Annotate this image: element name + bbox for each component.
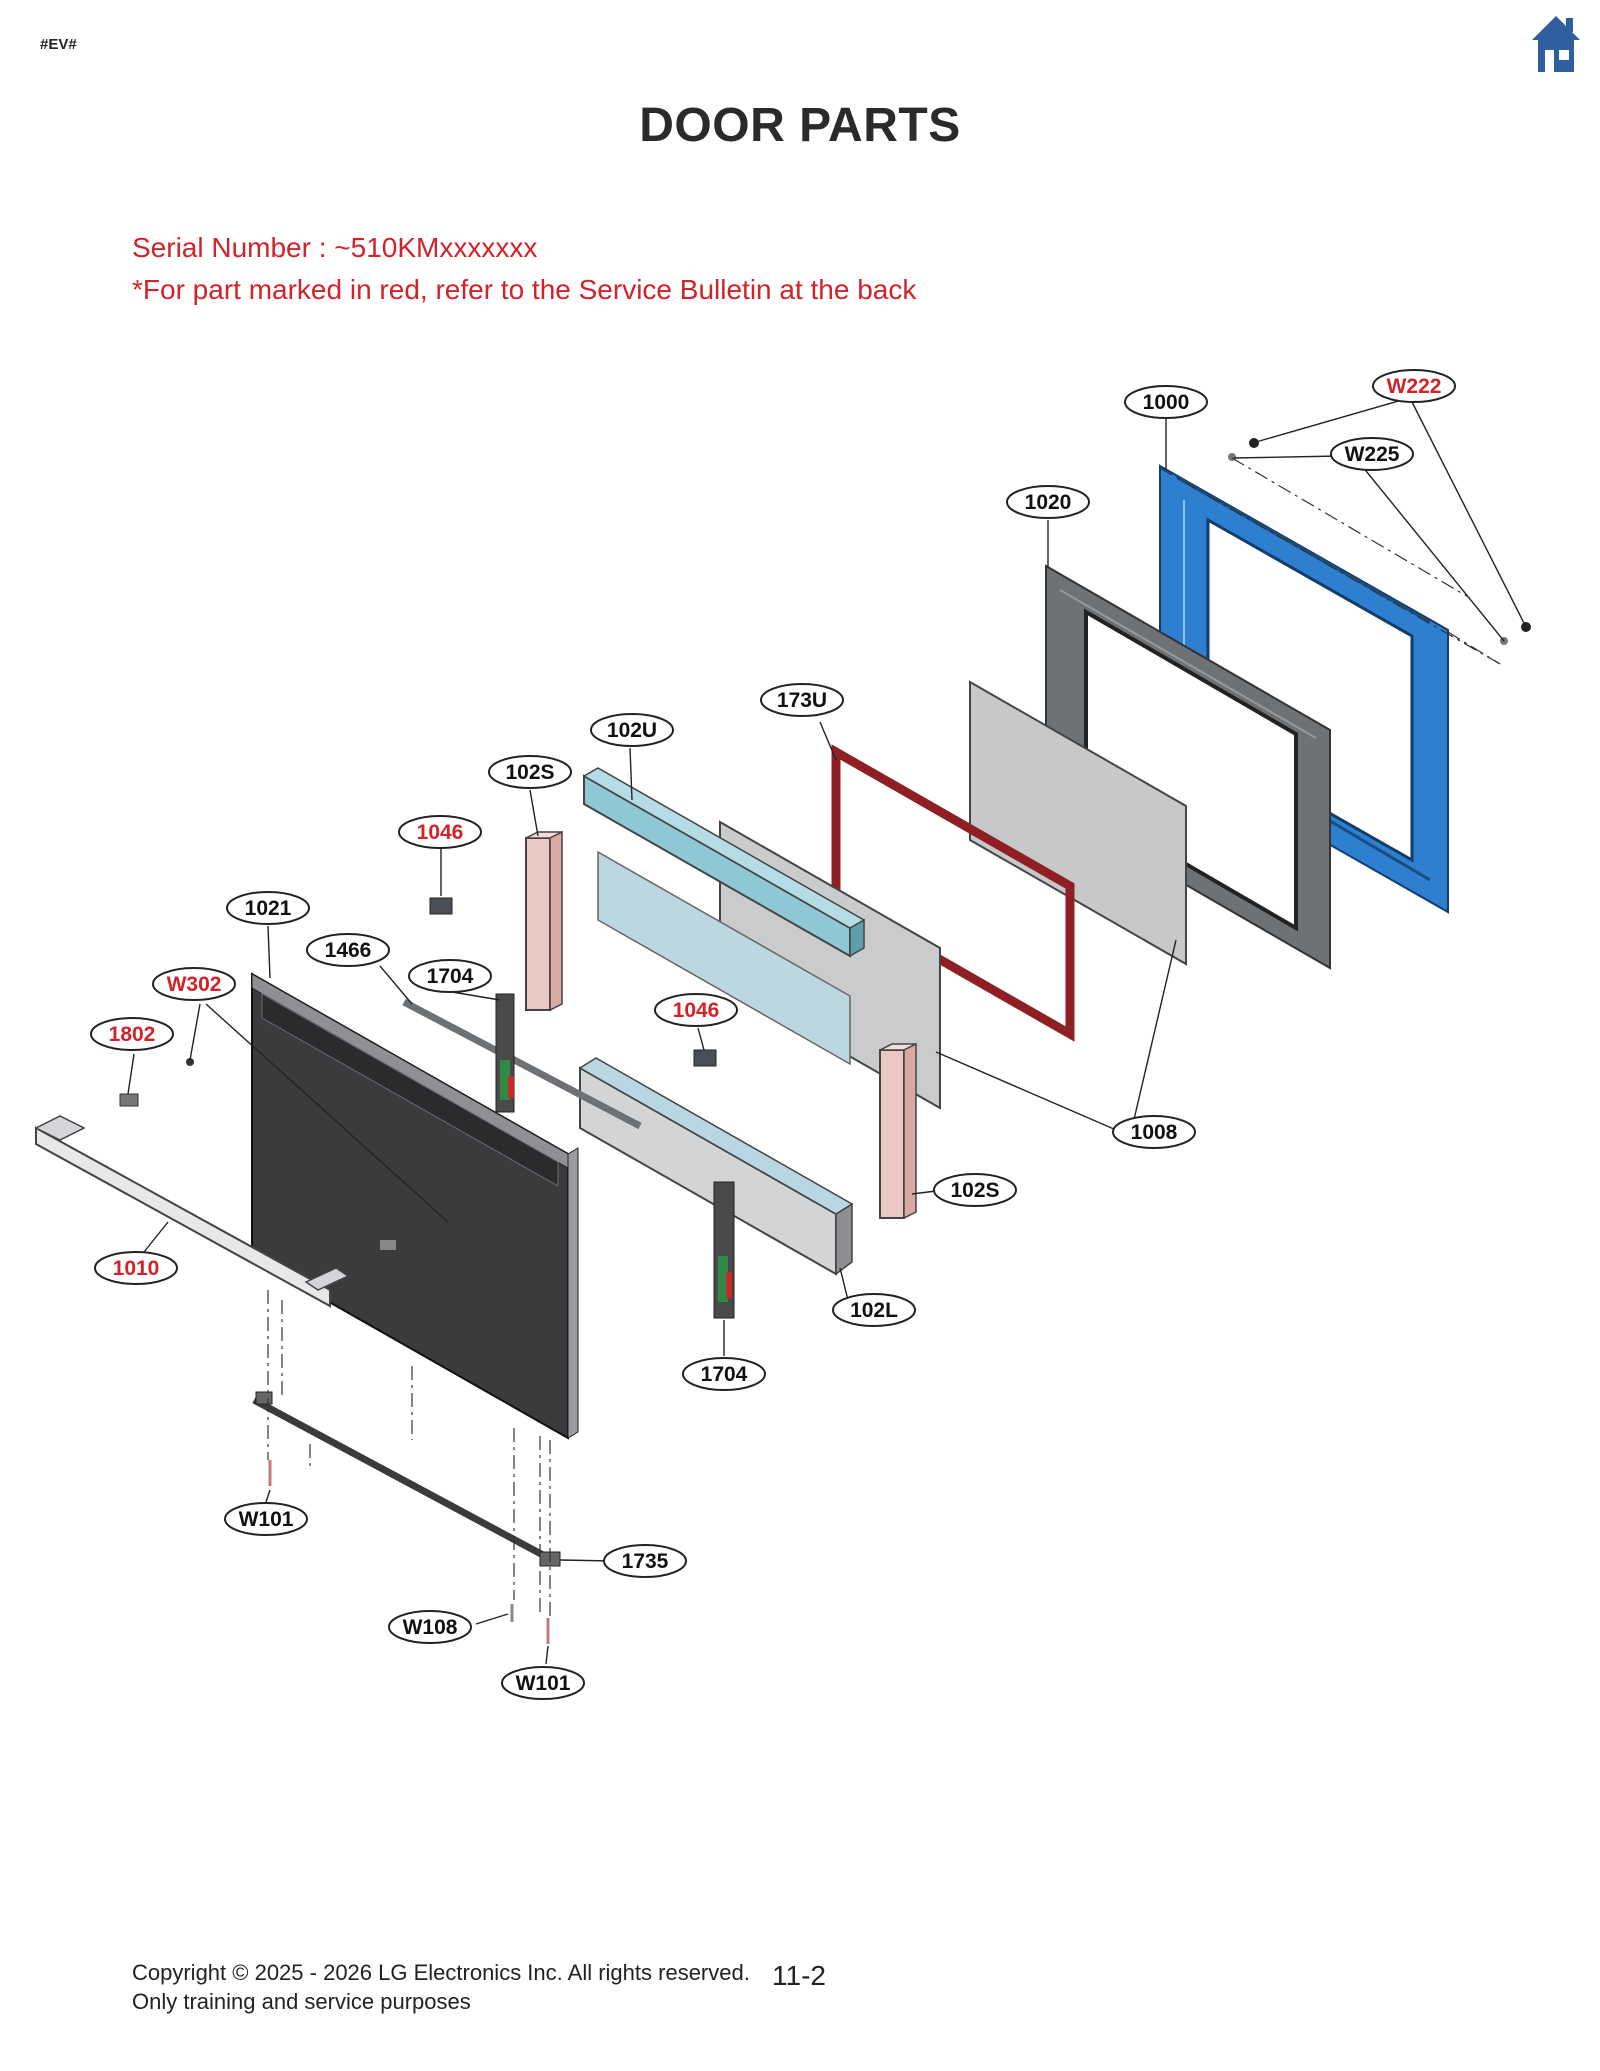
callout-w101[interactable]: W101 [224,1502,308,1536]
callout-173u[interactable]: 173U [760,683,844,717]
callout-label: 1735 [622,1550,669,1573]
part-1020-inner-frame [1045,564,1331,970]
callout-label: 1020 [1025,491,1072,514]
callout-w225[interactable]: W225 [1330,437,1414,471]
part-1046-clip-top [429,897,453,915]
home-icon[interactable] [1530,14,1582,76]
part-1466-rod [402,998,642,1130]
callout-102s[interactable]: 102S [488,755,572,789]
callout-1466[interactable]: 1466 [306,933,390,967]
part-1010-handle [34,1115,350,1308]
callout-102s[interactable]: 102S [933,1173,1017,1207]
copyright-text: Copyright © 2025 - 2026 LG Electronics I… [132,1960,750,1985]
alignment-dashes [267,457,1501,1616]
callout-1010[interactable]: 1010 [94,1251,178,1285]
part-102s-side-support-left [525,830,563,1012]
part-1802-label [119,1093,139,1107]
part-1704-hinge-lower [713,1181,735,1319]
callout-label: 102S [950,1179,999,1202]
callout-label: W101 [516,1672,571,1695]
page-title: DOOR PARTS [639,99,961,152]
callout-label: 1008 [1131,1121,1178,1144]
service-bulletin-note: *For part marked in red, refer to the Se… [132,274,917,305]
callout-1021[interactable]: 1021 [226,891,310,925]
callout-label: 1802 [109,1023,156,1046]
part-102l-lower-support [578,1057,854,1276]
part-1046-clip-mid [693,1049,717,1067]
callout-w222[interactable]: W222 [1372,369,1456,403]
part-173u-gasket [831,744,1075,1042]
callout-1000[interactable]: 1000 [1124,385,1208,419]
callout-label: 1046 [673,999,720,1022]
page-number: 11-2 [772,1960,826,1991]
serial-number-note: Serial Number : ~510KMxxxxxxx [132,232,538,263]
part-1704-hinge-upper [495,993,515,1113]
leader-lines [127,399,1527,1665]
callout-label: 1466 [325,939,372,962]
callout-label: W222 [1387,375,1442,398]
callout-w302[interactable]: W302 [152,967,236,1001]
callout-1735[interactable]: 1735 [603,1544,687,1578]
callout-1704[interactable]: 1704 [408,959,492,993]
part-102s-side-support-right [879,1042,917,1220]
part-glass-strip [597,850,851,1066]
callout-1020[interactable]: 1020 [1006,485,1090,519]
callout-label: 1000 [1143,391,1190,414]
part-1008-glass-rear [969,680,1187,966]
callout-label: 1704 [427,965,474,988]
callout-w108[interactable]: W108 [388,1610,472,1644]
part-102u-upper-support [582,767,866,958]
callout-label: W225 [1345,443,1400,466]
callout-1008[interactable]: 1008 [1112,1115,1196,1149]
callout-1802[interactable]: 1802 [90,1017,174,1051]
callout-1046[interactable]: 1046 [654,993,738,1027]
callout-label: W302 [167,973,222,996]
page-footer: Copyright © 2025 - 2026 LG Electronics I… [132,1958,750,2016]
callout-label: 102U [607,719,657,742]
callout-1704[interactable]: 1704 [682,1357,766,1391]
callout-label: 173U [777,689,827,712]
document-tag: #EV# [40,36,77,53]
screw-w222-top [1249,438,1259,448]
callout-label: W101 [239,1508,294,1531]
callout-label: 102S [505,761,554,784]
callout-1046[interactable]: 1046 [398,815,482,849]
callout-label: W108 [403,1616,458,1639]
callout-102l[interactable]: 102L [832,1293,916,1327]
callout-w101[interactable]: W101 [501,1666,585,1700]
callout-label: 1010 [113,1257,160,1280]
callout-label: 1046 [417,821,464,844]
callout-label: 1704 [701,1363,748,1386]
callout-102u[interactable]: 102U [590,713,674,747]
exploded-door-diagram [34,399,1531,1665]
screw-w302 [186,1058,194,1066]
callout-label: 102L [850,1299,898,1322]
part-1021-front-door [251,972,579,1440]
callout-label: 1021 [245,897,292,920]
purpose-text: Only training and service purposes [132,1989,471,2014]
